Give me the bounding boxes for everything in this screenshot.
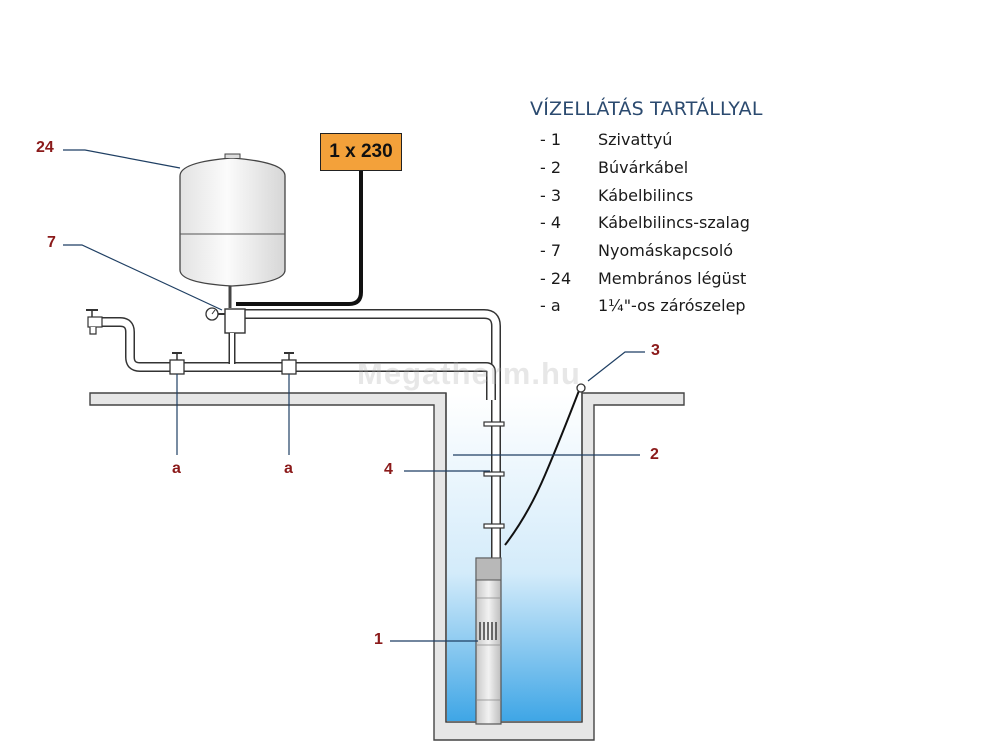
callout-pressure-switch: 7 [47,234,56,251]
legend-code: - 7 [540,241,562,260]
pump-icon [475,557,502,725]
ground-well [89,392,685,741]
legend-code: - 24 [540,269,572,288]
callout-pump: 1 [374,631,383,648]
legend-code: - a [540,296,561,315]
callout-clamp-band: 4 [384,461,393,478]
legend-label: Nyomáskapcsoló [598,241,734,260]
legend-label: Szivattyú [598,130,673,149]
legend-item: - 2 Búvárkábel [540,158,688,177]
legend-item: - 24 Membrános légüst [540,269,746,288]
supply-pipe [100,317,496,400]
callout-tank: 24 [36,139,54,156]
legend-item: - 3 Kábelbilincs [540,186,693,205]
leader-lines [63,149,645,642]
legend-label: Búvárkábel [598,158,689,177]
legend-code: - 3 [540,186,562,205]
legend-item: - 7 Nyomáskapcsoló [540,241,733,260]
clamp-bands [483,421,505,529]
legend-title: VÍZELLÁTÁS TARTÁLLYAL [530,98,763,120]
faucet-icon [86,309,103,335]
legend-code: - 1 [540,130,562,149]
valve-right-icon [281,352,297,375]
legend-item: - a 1¼"-os zárószelep [540,296,746,315]
callout-cable-clamp: 3 [651,342,660,359]
cable-clamp-icon [576,383,586,393]
valve-left-icon [169,352,185,375]
well-water [447,394,581,721]
power-supply-box: 1 x 230 [320,133,402,171]
legend-code: - 4 [540,213,562,232]
callout-cable: 2 [650,446,659,463]
legend-label: 1¼"-os zárószelep [598,296,746,315]
riser-pipe [240,309,501,560]
submersible-cable [504,387,581,546]
pressure-switch-icon [205,307,246,364]
power-cable [236,171,363,306]
callout-valve-left: a [172,460,181,477]
legend-code: - 2 [540,158,562,177]
callout-valve-right: a [284,460,293,477]
membrane-tank-icon [179,153,286,308]
power-supply-label: 1 x 230 [329,141,393,162]
legend-label: Kábelbilincs [598,186,694,205]
legend-label: Membrános légüst [598,269,747,288]
legend-item: - 1 Szivattyú [540,130,672,149]
legend-label: Kábelbilincs-szalag [598,213,750,232]
legend-item: - 4 Kábelbilincs-szalag [540,213,750,232]
